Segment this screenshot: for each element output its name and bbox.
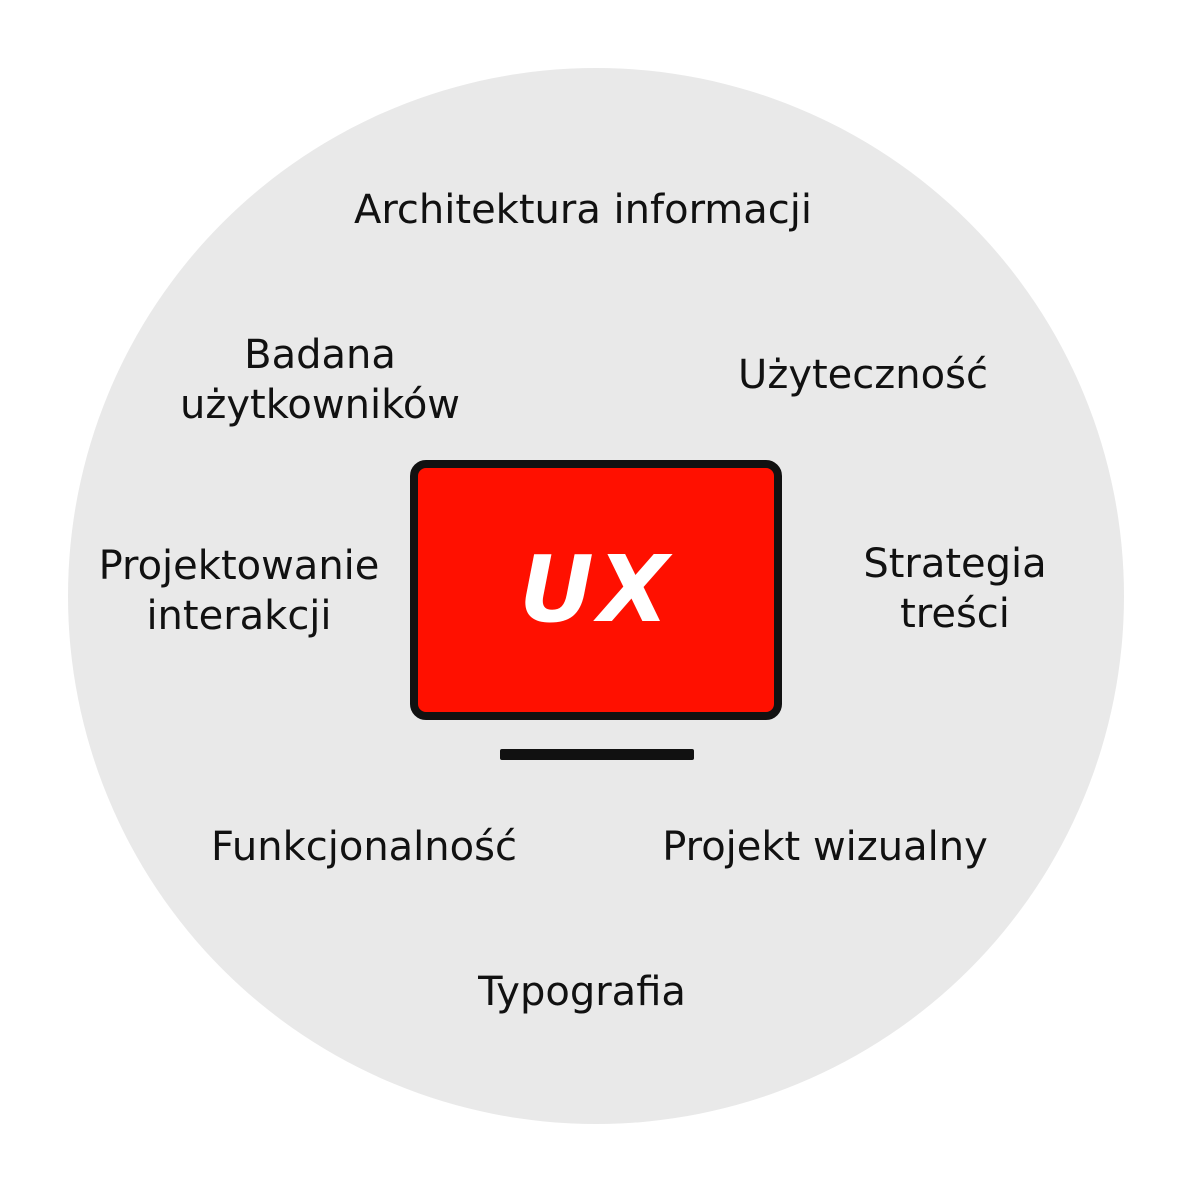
ux-monitor-screen: UX bbox=[410, 460, 782, 720]
label-text: Projekt wizualny bbox=[662, 824, 988, 870]
label-text: Typografia bbox=[478, 969, 686, 1015]
label-text-line2: treści bbox=[900, 591, 1010, 637]
ux-center-label: UX bbox=[519, 536, 673, 643]
label-text: Architektura informacji bbox=[353, 187, 813, 233]
label-text-line1: Projektowanie bbox=[98, 543, 380, 589]
label-text-line1: Badana bbox=[244, 332, 396, 378]
label-text: Funkcjonalność bbox=[211, 824, 517, 870]
label-funkcjonalnosc: Funkcjonalność bbox=[211, 822, 517, 872]
label-text-line1: Strategia bbox=[863, 541, 1047, 587]
label-strategia-tresci: Strategia treści bbox=[863, 539, 1046, 639]
label-text-line2: interakcji bbox=[146, 593, 332, 639]
label-architektura-informacji: Architektura informacji bbox=[354, 185, 812, 235]
label-projektowanie-interakcji: Projektowanie interakcji bbox=[99, 541, 380, 641]
label-uzytecznosc: Użyteczność bbox=[738, 350, 988, 400]
label-text-line2: użytkowników bbox=[179, 382, 461, 428]
label-typografia: Typografia bbox=[478, 967, 686, 1017]
label-projekt-wizualny: Projekt wizualny bbox=[662, 822, 988, 872]
ux-monitor-stand bbox=[500, 749, 694, 760]
label-text: Użyteczność bbox=[738, 352, 988, 398]
label-badana-uzytkownikow: Badana użytkowników bbox=[180, 330, 460, 430]
